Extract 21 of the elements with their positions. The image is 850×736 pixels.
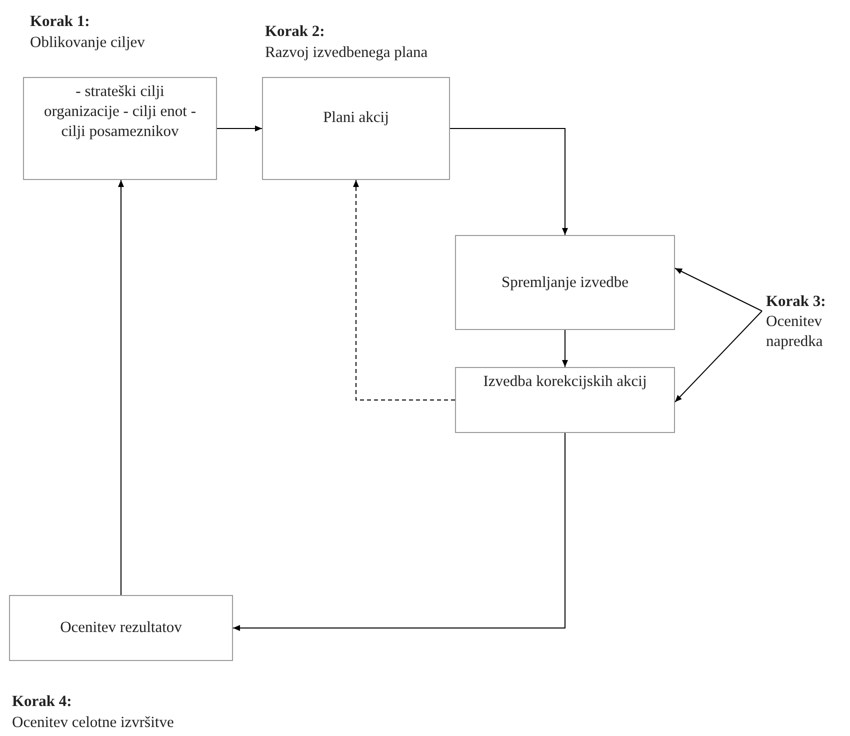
arrow bbox=[118, 180, 124, 596]
box-text: - strateški cilji organizacije - cilji enot - cilji posameznikov bbox=[42, 82, 198, 142]
leader-line bbox=[674, 268, 762, 312]
arrow bbox=[450, 128, 568, 236]
step-description: Ocenitev napredka bbox=[766, 312, 824, 352]
arrow bbox=[353, 180, 456, 400]
arrow bbox=[562, 330, 568, 368]
step-heading: Korak 1: bbox=[30, 12, 90, 32]
arrow bbox=[232, 432, 566, 631]
step-description: Oblikovanje ciljev bbox=[30, 33, 145, 53]
box-text: Izvedba korekcijskih akcij bbox=[483, 372, 647, 392]
box-text: Spremljanje izvedbe bbox=[502, 272, 628, 292]
step-heading: Korak 4: bbox=[12, 692, 72, 712]
arrow bbox=[216, 126, 262, 132]
step-description: Ocenitev celotne izvršitve bbox=[12, 713, 174, 733]
step-heading: Korak 3: bbox=[766, 292, 826, 312]
step-heading: Korak 2: bbox=[265, 22, 325, 42]
leader-line bbox=[674, 310, 762, 402]
box-text: Plani akcij bbox=[323, 108, 389, 128]
box-text: Ocenitev rezultatov bbox=[60, 618, 182, 638]
step-description: Razvoj izvedbenega plana bbox=[265, 43, 428, 63]
